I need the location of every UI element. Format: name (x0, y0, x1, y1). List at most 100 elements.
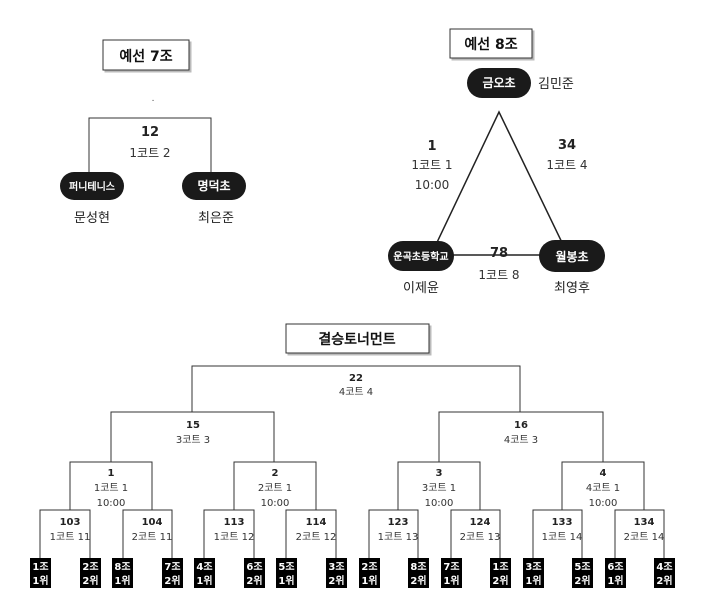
group8-team3-school: 월봉초 (555, 249, 588, 264)
group7-title-box (102, 39, 190, 71)
group8-team2-player: 이제윤 (403, 281, 439, 296)
group8-title-box (449, 28, 533, 59)
group8-team2-pill (388, 241, 454, 271)
quarter4-match-number: 4 (600, 468, 607, 479)
seed-group: 1조 (32, 561, 48, 573)
seed-rank: 2위 (82, 574, 98, 587)
r16-match6-court: 2코트 13 (460, 532, 501, 543)
finals-bracket-lines (39, 365, 665, 558)
decorative-dot: . (152, 94, 155, 104)
group7-team2-player: 최은준 (198, 211, 234, 226)
seed-rank: 1위 (607, 574, 623, 587)
seed-rank: 2위 (164, 574, 180, 587)
r16-match2-number: 104 (142, 517, 163, 528)
semi1-match-court: 3코트 3 (176, 435, 210, 446)
group8-match1-time: 10:00 (415, 178, 450, 192)
group8-team1-pill (467, 68, 531, 98)
group8-section: 예선 8조 금오초 김민준 1 1코트 1 10:00 34 1코트 4 운곡초… (388, 28, 605, 296)
r16-match6-number: 124 (470, 517, 491, 528)
group7-match-court: 1코트 2 (129, 146, 170, 160)
seed-group: 6조 (246, 561, 262, 573)
seed-group: 5조 (278, 561, 294, 573)
quarter1-match-court: 1코트 1 (94, 483, 128, 494)
r16-match7-number: 133 (552, 517, 573, 528)
seed-group: 6조 (607, 561, 623, 573)
group7-team2-school: 명덕초 (197, 178, 230, 193)
final-match-court: 4코트 4 (339, 387, 373, 398)
group8-triangle (429, 110, 570, 256)
seed-group: 2조 (82, 561, 98, 573)
group7-bracket-line (88, 117, 212, 178)
group7-team2-pill (182, 172, 246, 200)
finals-title: 결승토너먼트 (318, 331, 395, 348)
group8-match1-number: 1 (427, 139, 436, 154)
seed-rank: 1위 (278, 574, 294, 587)
r16-match5-court: 1코트 13 (378, 532, 419, 543)
seed-group: 8조 (114, 561, 130, 573)
seed-group: 5조 (574, 561, 590, 573)
seed-rank: 1위 (361, 574, 377, 587)
group7-team1-player: 문성현 (74, 211, 110, 226)
r16-match2-court: 2코트 11 (132, 532, 173, 543)
seed-group: 4조 (656, 561, 672, 573)
seed-rank: 2위 (656, 574, 672, 587)
finals-title-box (285, 323, 430, 354)
quarter3-match-court: 3코트 1 (422, 483, 456, 494)
group7-match-number: 12 (141, 125, 159, 140)
seed-group: 7조 (443, 561, 459, 573)
seed-rank: 2위 (492, 574, 508, 587)
quarter3-match-time: 10:00 (425, 498, 454, 509)
seed-group: 1조 (492, 561, 508, 573)
group8-match3-number: 78 (490, 246, 508, 261)
r16-match7-court: 1코트 14 (542, 532, 583, 543)
r16-match3-court: 1코트 12 (214, 532, 255, 543)
seed-rank: 2위 (410, 574, 426, 587)
semi1-match-number: 15 (186, 420, 200, 431)
seed-rank: 2위 (246, 574, 262, 587)
r16-match1-court: 1코트 11 (50, 532, 91, 543)
group8-title: 예선 8조 (464, 37, 517, 53)
seed-group: 4조 (196, 561, 212, 573)
seed-group: 3조 (328, 561, 344, 573)
group8-match1-court: 1코트 1 (411, 158, 452, 172)
seed-rank: 1위 (114, 574, 130, 587)
quarter2-match-court: 2코트 1 (258, 483, 292, 494)
seed-rank: 1위 (32, 574, 48, 587)
group7-team1-school: 퍼니테니스 (69, 180, 115, 193)
finals-section: 결승토너먼트 22 4코트 4 15 3코트 3 16 4코트 3 (30, 323, 675, 588)
r16-match4-number: 114 (306, 517, 327, 528)
seed-rank: 2위 (328, 574, 344, 587)
semi2-match-number: 16 (514, 420, 528, 431)
r16-match1-number: 103 (60, 517, 81, 528)
group7-title: 예선 7조 (119, 49, 172, 65)
seed-group: 2조 (361, 561, 377, 573)
group8-team3-player: 최영후 (554, 281, 590, 296)
r16-match5-number: 123 (388, 517, 409, 528)
group8-match3-court: 1코트 8 (478, 268, 519, 282)
seed-rank: 2위 (574, 574, 590, 587)
quarter1-match-number: 1 (108, 468, 115, 479)
group8-team1-school: 금오초 (482, 76, 515, 90)
quarter2-match-time: 10:00 (261, 498, 290, 509)
quarter2-match-number: 2 (272, 468, 279, 479)
seed-group: 8조 (410, 561, 426, 573)
group8-match2-number: 34 (558, 138, 576, 153)
quarter1-match-time: 10:00 (97, 498, 126, 509)
